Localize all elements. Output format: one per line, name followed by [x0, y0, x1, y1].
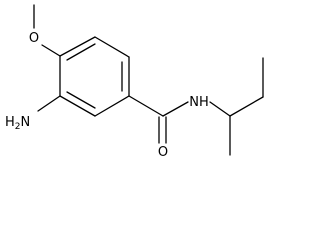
- bond-ch-ethyl: [229, 96, 264, 117]
- bond-oxygen-ring: [41, 44, 61, 57]
- ring-double-bond-top: [66, 43, 96, 61]
- amine-label: H2N: [5, 115, 30, 132]
- benzene-ring: [59, 36, 130, 117]
- bond-ring-amine: [37, 95, 61, 112]
- ring-double-bond-bottom: [66, 91, 96, 109]
- methoxy-oxygen-label: O: [29, 31, 39, 46]
- amine-h-label: H: [5, 115, 15, 130]
- bond-ring-carbonyl: [128, 95, 164, 117]
- amide-nh-label: NH: [189, 95, 209, 110]
- carbonyl-oxygen-label: O: [158, 145, 168, 160]
- bond-carbonyl-nitrogen: [162, 101, 189, 117]
- bond-nitrogen-ch: [209, 101, 231, 117]
- ring-bond-c5-c6: [59, 95, 96, 117]
- chemical-structure: O H2N NH O: [5, 4, 264, 160]
- ring-bond-c2-c3: [94, 36, 130, 58]
- amine-n-label: N: [21, 115, 31, 130]
- ring-bond-c1-c2: [59, 36, 96, 57]
- amine-subscript-label: 2: [15, 122, 21, 132]
- ring-bond-c4-c5: [94, 95, 130, 117]
